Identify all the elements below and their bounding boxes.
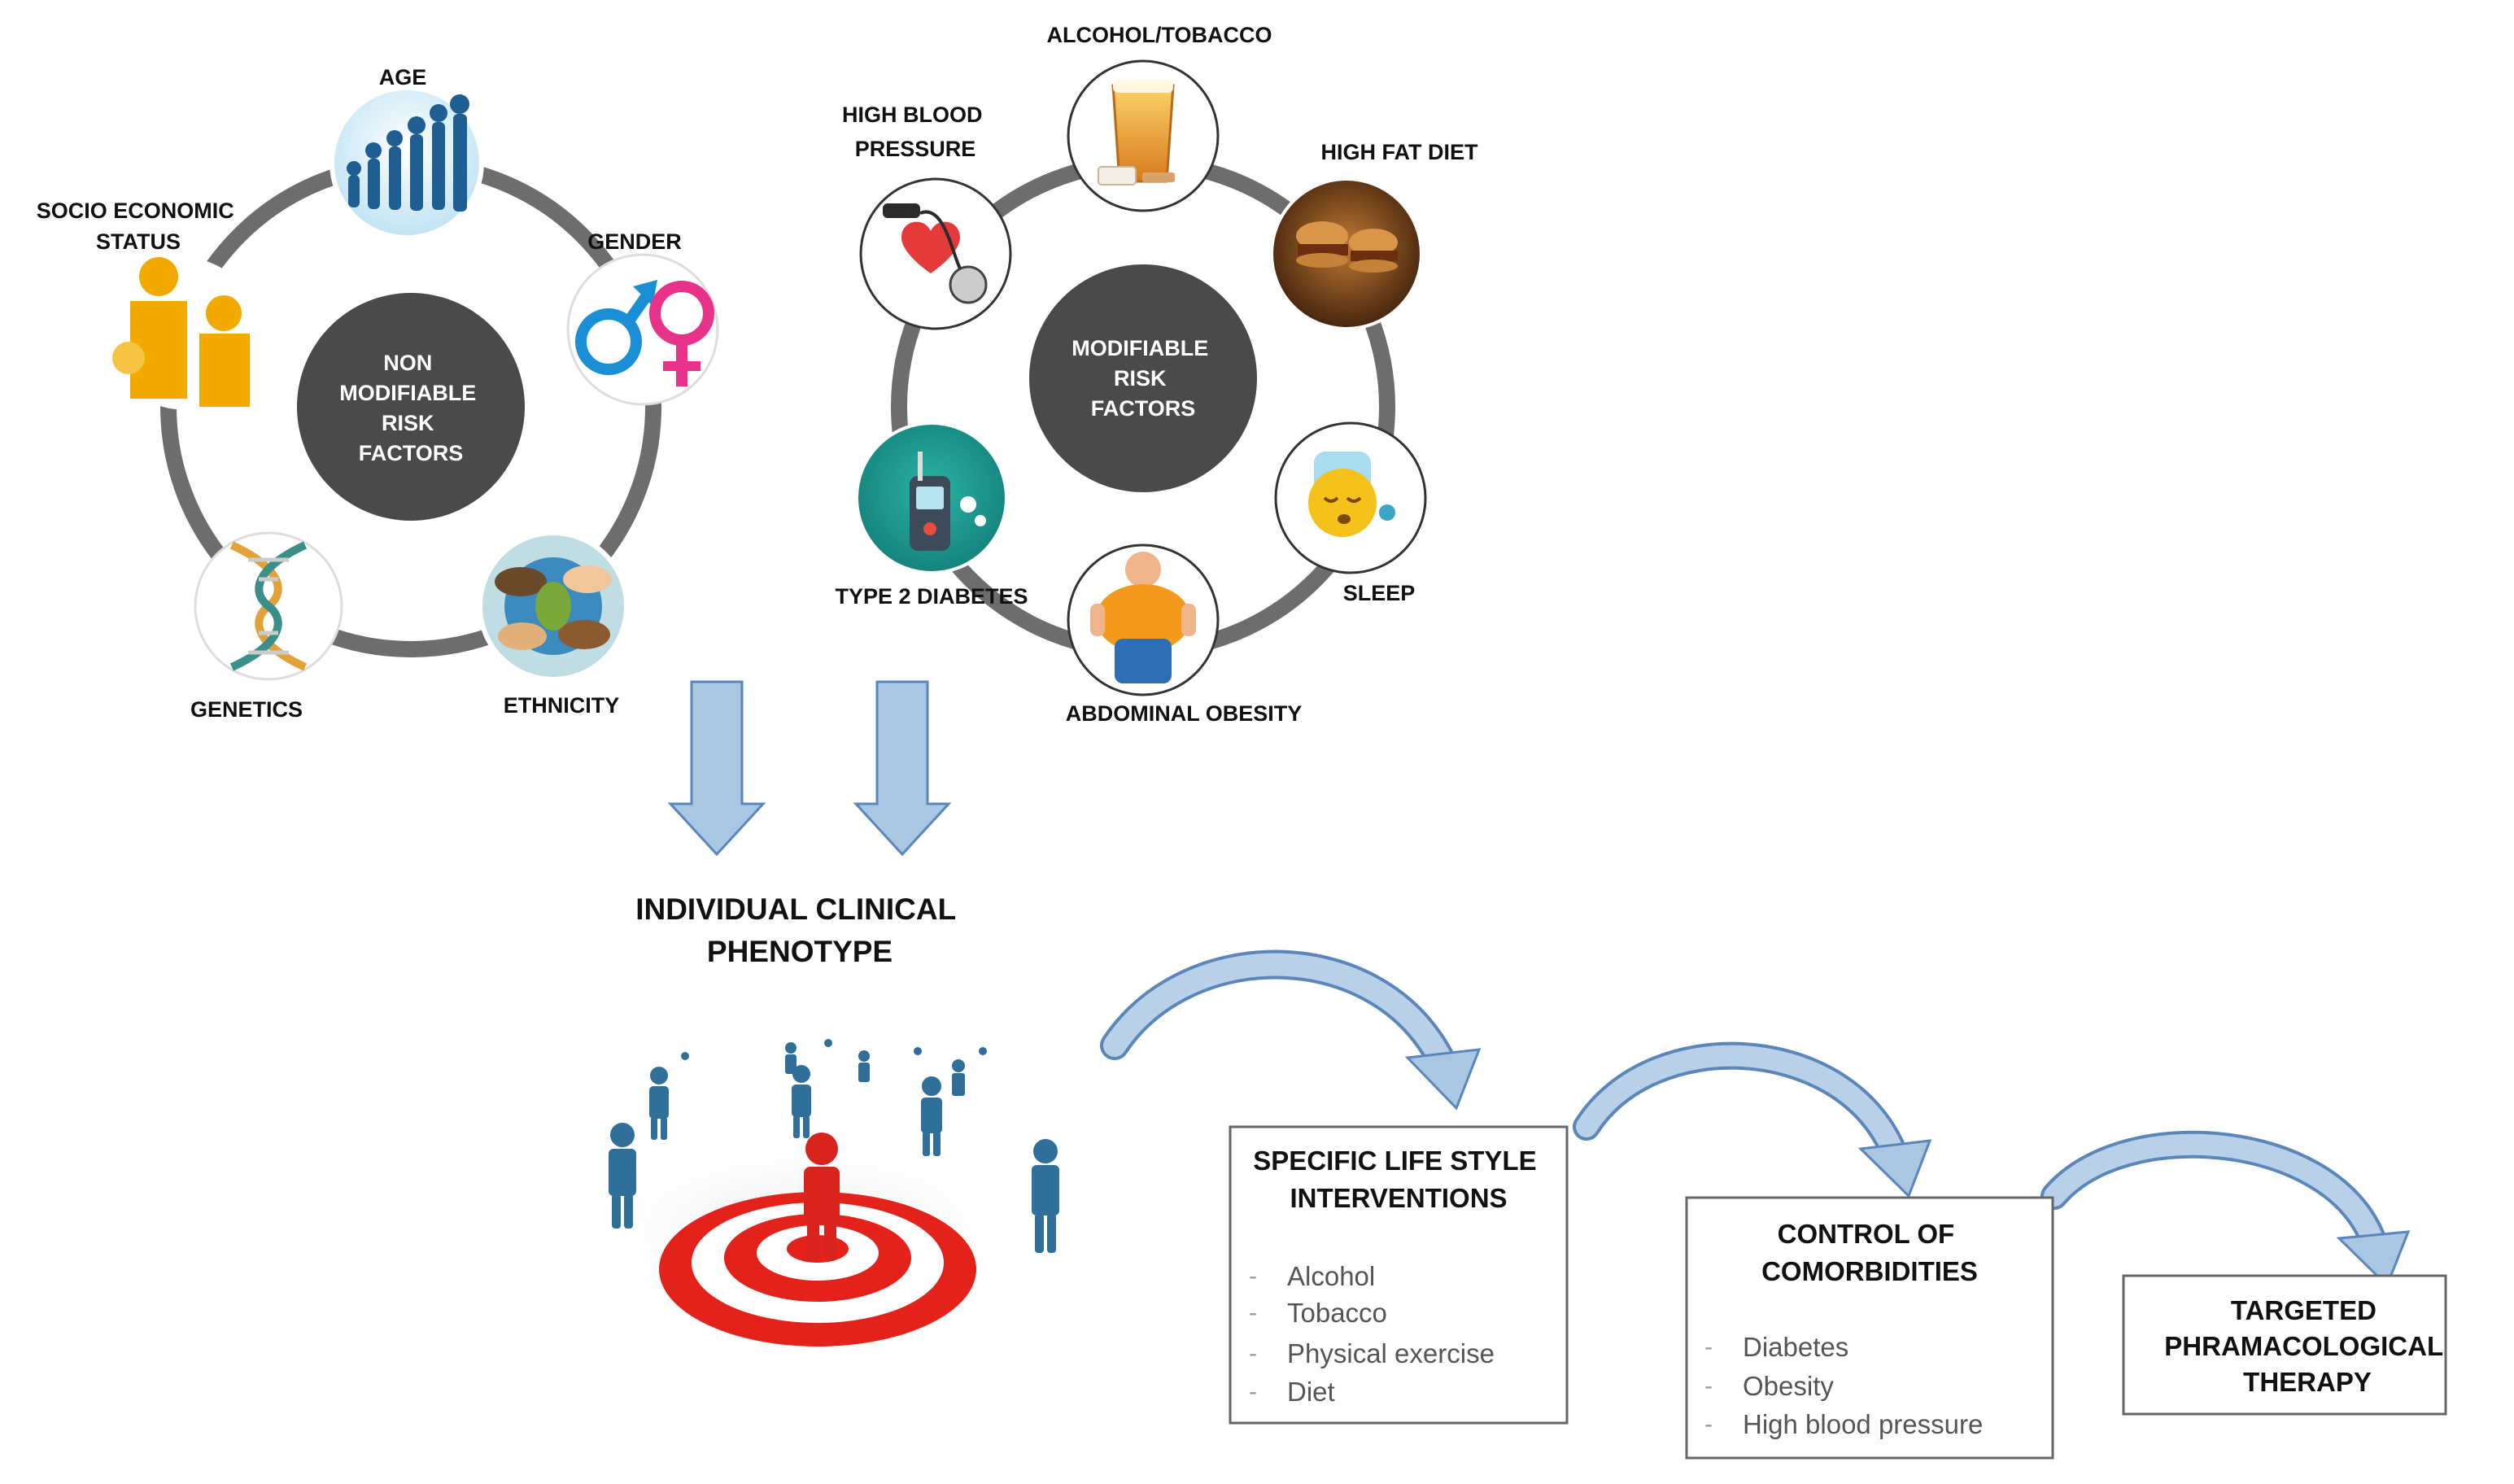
svg-text:INDIVIDUAL CLINICAL PHENOT: INDIVIDUAL CLINICAL PHENOTYPE <box>635 893 964 968</box>
svg-text:-: - <box>1704 1373 1713 1399</box>
sleeping-emoji-icon <box>1308 452 1395 537</box>
age-node: AGE <box>330 65 484 240</box>
modifiable-hub-line-2: RISK <box>1114 366 1167 391</box>
crowd-people-icon <box>609 1039 1059 1253</box>
comorbidities-item-diabetes: Diabetes <box>1743 1332 1848 1362</box>
lifestyle-item-physical-exercise: Physical exercise <box>1287 1338 1495 1368</box>
lifestyle-item-diet: Diet <box>1287 1377 1335 1407</box>
comorbidities-box: CONTROL OF COMORBIDITIES - Diabetes - Ob… <box>1685 1196 2054 1460</box>
ethnicity-node: ETHNICITY <box>478 530 629 718</box>
non-modifiable-hub-line-2: MODIFIABLE <box>339 381 476 405</box>
svg-text:-: - <box>1249 1340 1257 1367</box>
curved-arrow-to-therapy <box>2040 1130 2411 1288</box>
lifestyle-title-line-2: INTERVENTIONS <box>1290 1183 1507 1213</box>
svg-text:NON MODIFIABLE RIS: NON MODIFIABLE RISK FACTORS <box>339 351 482 465</box>
gender-symbols-icon <box>575 280 714 386</box>
svg-text:HIGH BLOOD PRESSURE: HIGH BLOOD PRESSURE <box>842 103 989 161</box>
obese-person-icon <box>1090 552 1196 683</box>
target-crowd-illustration <box>570 1039 1059 1347</box>
type2-diabetes-node: TYPE 2 DIABETES <box>835 421 1028 609</box>
lifestyle-item-tobacco: Tobacco <box>1287 1298 1387 1328</box>
high-blood-pressure-label-line-2: PRESSURE <box>855 137 976 161</box>
svg-text:-: - <box>1249 1378 1257 1405</box>
abdominal-obesity-node: ABDOMINAL OBESITY <box>1066 543 1303 726</box>
age-label: AGE <box>379 65 427 89</box>
sleep-label: SLEEP <box>1343 581 1416 605</box>
phenotype-title-line-1: INDIVIDUAL CLINICAL <box>635 893 955 926</box>
comorbidities-title-line-2: COMORBIDITIES <box>1761 1256 1978 1286</box>
down-arrow-right <box>853 680 952 857</box>
dna-icon <box>229 541 308 671</box>
gender-node: GENDER <box>566 229 719 406</box>
non-modifiable-hub-line-3: RISK <box>382 411 434 435</box>
blood-pressure-cuff-icon <box>883 203 988 304</box>
down-arrow-left <box>667 680 766 857</box>
comorbidities-item-high-blood-pressure: High blood pressure <box>1743 1409 1983 1439</box>
people-money-icon <box>112 257 250 407</box>
ethnicity-label: ETHNICITY <box>504 693 620 718</box>
svg-text:-: - <box>1249 1263 1257 1290</box>
highlighted-person-icon <box>804 1133 840 1261</box>
hands-globe-icon <box>495 557 612 655</box>
high-blood-pressure-node: HIGH BLOOD PRESSURE <box>842 103 1012 330</box>
sleep-node: SLEEP <box>1274 421 1427 605</box>
svg-text:SOCIO ECONOMIC STATUS: SOCIO ECONOMIC STATUS <box>37 199 241 254</box>
lifestyle-interventions-box: SPECIFIC LIFE STYLE INTERVENTIONS - Alco… <box>1229 1125 1569 1425</box>
abdominal-obesity-label: ABDOMINAL OBESITY <box>1066 701 1303 726</box>
non-modifiable-cluster: NON MODIFIABLE RISK FACTORS AGE <box>37 65 719 722</box>
curved-arrows <box>1100 949 2411 1288</box>
genetics-label: GENETICS <box>190 697 303 722</box>
comorbidities-title-line-1: CONTROL OF <box>1778 1219 1955 1249</box>
targeted-therapy-box: TARGETED PHRAMACOLOGICAL THERAPY <box>2122 1274 2450 1416</box>
down-arrows <box>667 680 952 857</box>
beer-glass-icon <box>1098 80 1175 186</box>
socio-economic-label-line-1: SOCIO ECONOMIC <box>37 199 234 223</box>
lifestyle-title-line-1: SPECIFIC LIFE STYLE <box>1253 1146 1536 1176</box>
non-modifiable-hub-line-4: FACTORS <box>359 441 464 465</box>
svg-text:CONTROL OF COMORBIDITIES: CONTROL OF COMORBIDITIES <box>1761 1219 1978 1286</box>
therapy-title-line-2: PHRAMACOLOGICAL <box>2164 1331 2443 1361</box>
socio-economic-label-line-2: STATUS <box>96 229 181 254</box>
burger-icon <box>1296 221 1398 273</box>
modifiable-hub-line-1: MODIFIABLE <box>1072 336 1208 360</box>
svg-text:-: - <box>1704 1333 1713 1360</box>
svg-text:-: - <box>1704 1411 1713 1438</box>
modifiable-hub <box>1029 264 1257 492</box>
alcohol-tobacco-node: ALCOHOL/TOBACCO <box>1047 23 1272 212</box>
evolution-icon <box>347 94 469 212</box>
lifestyle-item-alcohol: Alcohol <box>1287 1261 1375 1291</box>
alcohol-tobacco-label: ALCOHOL/TOBACCO <box>1047 23 1272 47</box>
comorbidities-item-obesity: Obesity <box>1743 1371 1834 1401</box>
svg-text:TARGETED PHRAMACOLOGICAL: TARGETED PHRAMACOLOGICAL THERAPY <box>2164 1295 2450 1397</box>
socio-economic-node: SOCIO ECONOMIC STATUS <box>37 199 260 410</box>
svg-text:MODIFIABLE RISK FA: MODIFIABLE RISK FACTORS <box>1072 336 1215 421</box>
therapy-title-line-3: THERAPY <box>2243 1367 2372 1397</box>
modifiable-cluster: MODIFIABLE RISK FACTORS ALCOHOL/TOBACCO <box>835 23 1478 726</box>
modifiable-hub-line-3: FACTORS <box>1091 396 1196 421</box>
gender-label: GENDER <box>587 229 682 254</box>
high-fat-diet-node: HIGH FAT DIET <box>1270 140 1479 330</box>
phenotype-title-line-2: PHENOTYPE <box>707 935 893 968</box>
svg-text:SPECIFIC LIFE STYLE INTE: SPECIFIC LIFE STYLE INTERVENTIONS <box>1253 1146 1544 1213</box>
genetics-node: GENETICS <box>190 531 343 722</box>
curved-arrow-to-lifestyle <box>1100 949 1482 1111</box>
high-blood-pressure-label-line-1: HIGH BLOOD <box>842 103 983 127</box>
non-modifiable-hub <box>297 293 525 521</box>
svg-text:-: - <box>1249 1299 1257 1326</box>
curved-arrow-to-comorbidities <box>1573 1041 1932 1198</box>
therapy-title-line-1: TARGETED <box>2231 1295 2377 1325</box>
glucose-meter-icon <box>910 452 986 551</box>
type2-diabetes-label: TYPE 2 DIABETES <box>835 584 1028 609</box>
high-fat-diet-label: HIGH FAT DIET <box>1321 140 1479 164</box>
non-modifiable-hub-line-1: NON <box>383 351 432 375</box>
